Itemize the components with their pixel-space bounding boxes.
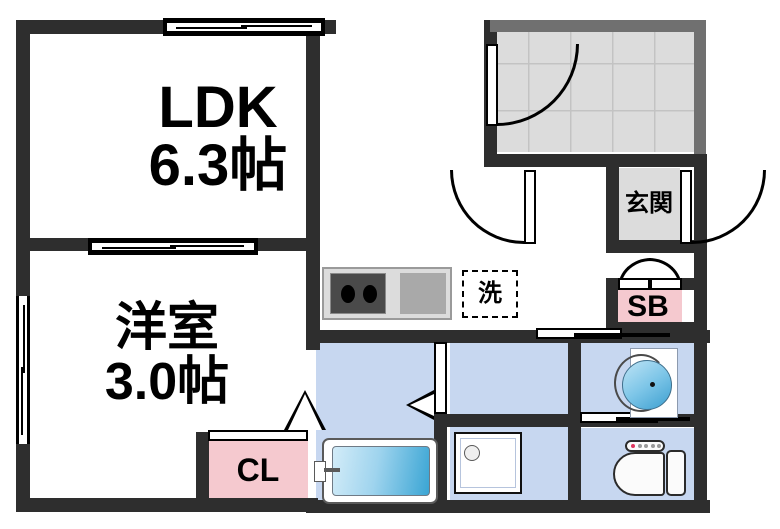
vanity-mirror-arc — [614, 354, 668, 412]
shoebox-door-left-leaf[interactable] — [618, 278, 650, 290]
wash-basin-drain-icon — [650, 382, 655, 387]
wall-shoebox-west — [606, 278, 618, 328]
hall-sliding-door-track — [574, 333, 670, 337]
ldk-hall-door-leaf[interactable] — [524, 170, 536, 244]
washitsu-room-name: 洋室 — [114, 299, 219, 357]
wall-genkan-south — [606, 240, 694, 253]
toilet-panel-dot-icon — [650, 444, 655, 448]
closet-sliding-door[interactable] — [208, 430, 308, 441]
bath-door-leaf[interactable] — [434, 342, 447, 414]
closet-door-direction-icon — [284, 390, 326, 430]
burner-left-icon — [341, 285, 355, 303]
wash-basin — [622, 360, 672, 410]
ldk-room-area: 6.3帖 — [148, 133, 288, 198]
laundry-pan-drain-icon — [464, 445, 480, 461]
entrance-door-leaf[interactable] — [680, 170, 692, 244]
washitsu-room-area: 3.0帖 — [104, 353, 230, 411]
wall-balcony-south — [484, 154, 706, 167]
bathtub-spout-icon — [324, 468, 340, 472]
wall-balcony-north — [490, 20, 706, 32]
room-window-north[interactable] — [92, 240, 254, 253]
toilet-panel-dot-icon — [637, 444, 642, 448]
shoebox-floor — [614, 288, 682, 326]
entrance-door-swing — [692, 170, 766, 244]
entrance-label: 玄関 — [625, 190, 673, 217]
bathtub-water — [332, 446, 430, 496]
wall-genkan-west — [606, 160, 619, 252]
toilet-tank — [666, 450, 686, 496]
wall-east-ldk — [306, 20, 320, 350]
entrance-floor — [618, 168, 680, 246]
wall-kitchen-south — [306, 330, 320, 344]
toilet-panel-dot-icon — [657, 444, 661, 448]
stove — [330, 273, 386, 314]
washer-label: 洗 — [478, 279, 502, 307]
wall-south-outer — [16, 498, 318, 512]
shoebox-label: SB — [627, 290, 669, 323]
toilet-bowl — [613, 452, 665, 496]
toilet-panel-dot-icon — [644, 444, 648, 448]
ldk-floor — [28, 20, 318, 242]
room-window-west[interactable] — [16, 296, 30, 444]
ldk-room-name: LDK — [158, 75, 278, 140]
wall-balcony-east — [694, 20, 706, 154]
wall-closet-west — [196, 432, 209, 512]
toilet-control-panel — [625, 440, 665, 452]
toilet-sliding-door-track — [616, 417, 690, 421]
closet-label: CL — [236, 452, 280, 488]
kitchen-sink — [400, 273, 446, 314]
ldk-window-north[interactable] — [167, 20, 321, 34]
shoebox-door-right-leaf[interactable] — [650, 278, 682, 290]
bath-door-direction-icon — [406, 390, 434, 420]
washer-space: 洗 — [462, 270, 518, 318]
wall-washroom-divider — [447, 414, 569, 427]
toilet-indicator-icon — [631, 444, 635, 448]
burner-right-icon — [363, 285, 377, 303]
